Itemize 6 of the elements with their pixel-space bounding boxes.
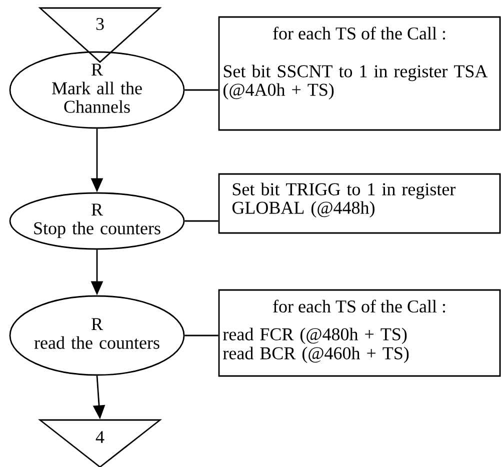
connector-line (184, 220, 218, 222)
process-box: Set bit TRIGG to 1 in register GLOBAL (@448h) (218, 173, 501, 234)
process-box: for each TS of the Call : read FCR (@480h + TS) read BCR (@460h + TS) (218, 289, 501, 377)
connector-line (184, 334, 218, 336)
connector-line (184, 89, 218, 91)
process-box: for each TS of the Call : Set bit SSCNT to 1 in register TSA (@4A0h + TS) (218, 16, 501, 131)
